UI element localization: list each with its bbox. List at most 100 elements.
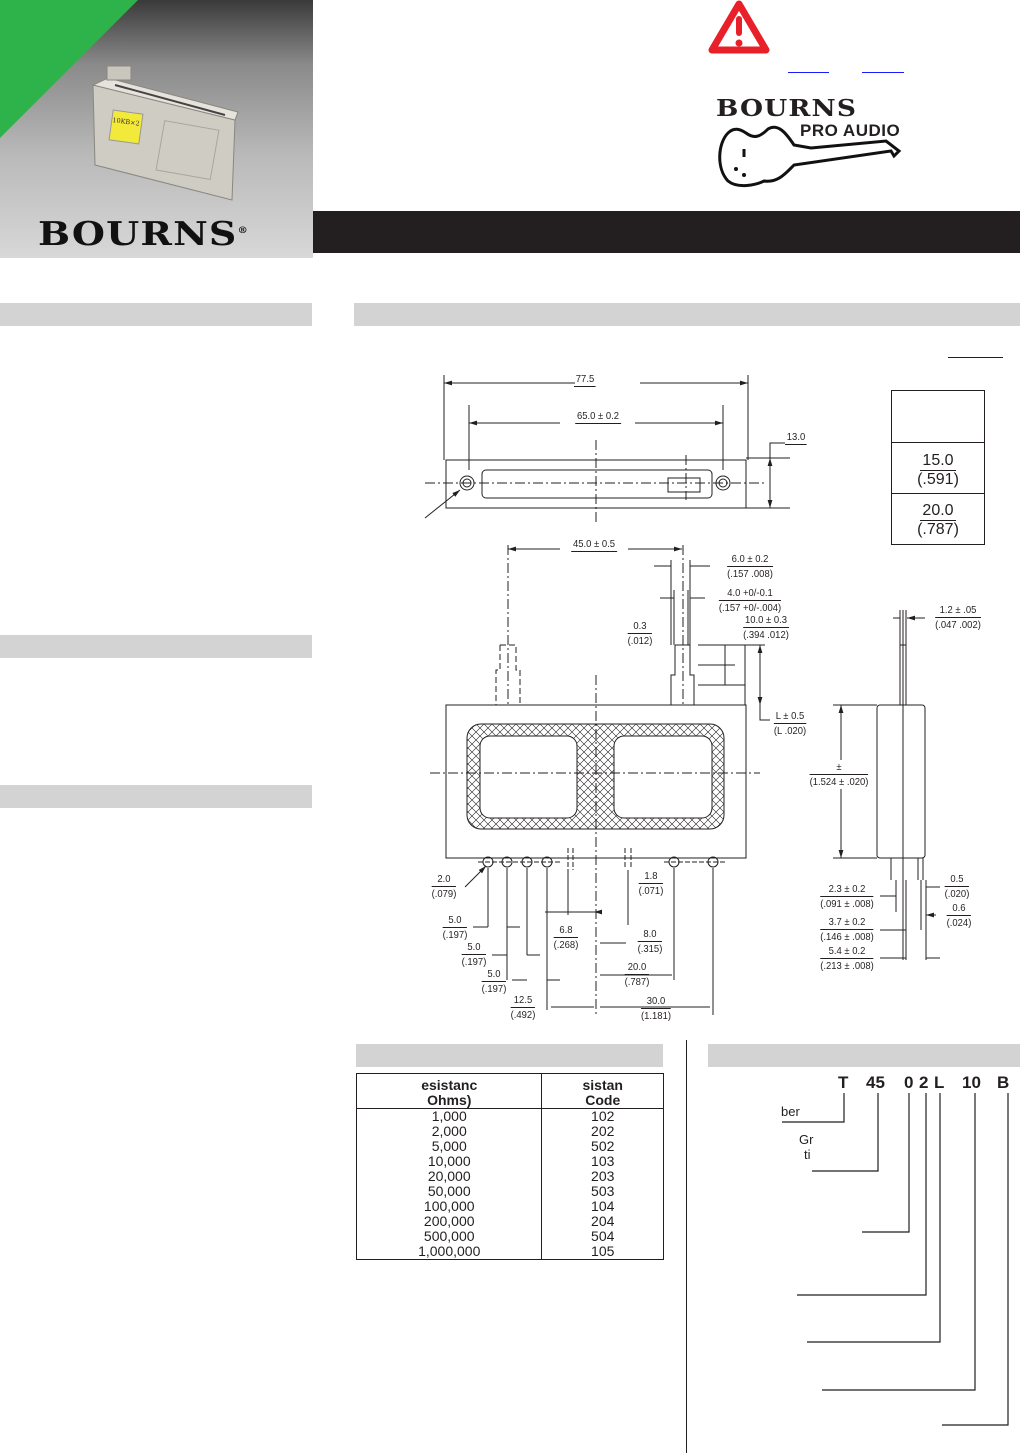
pins — [478, 848, 725, 870]
dim-overall-length: 77.5 — [574, 372, 596, 387]
dim-slot-width: 1.8(.071) — [638, 869, 664, 898]
resistance-cell: 5,000 — [431, 1138, 467, 1154]
pn-seg3: 0 — [904, 1073, 914, 1092]
pn-seg6: 10 — [962, 1073, 981, 1092]
resistance-cell: 500,000 — [423, 1228, 475, 1244]
dim-metric: 4.0 +0/-0.1 — [718, 586, 782, 601]
dim-lever-thickness: 1.2 ± .05(.047 .002) — [935, 603, 981, 632]
dim-metric: L ± 0.5 — [773, 710, 807, 724]
code-cell: 104 — [541, 1199, 664, 1214]
dim-metric: 0.5 — [944, 872, 970, 887]
product-photo: 10KB×2 — [0, 0, 313, 258]
dim-inch: (.787) — [624, 976, 650, 988]
dim-hole-dia: 2.0(.079) — [431, 872, 457, 901]
dim-metric: 2.0 — [431, 872, 457, 887]
brand-text: BOURNS — [38, 214, 238, 253]
pro-audio-text: PRO AUDIO — [800, 121, 901, 140]
dim-pin-thickness: 0.5(.020) — [944, 872, 970, 901]
pn-label: Gr — [799, 1132, 814, 1147]
dim-travel: 45.0 ± 0.5 — [571, 537, 617, 552]
dim-body-height: ±(1.524 ± .020) — [809, 760, 869, 789]
dim-metric: 1.8 — [638, 869, 664, 884]
title-bar — [313, 211, 1020, 253]
dim-inch: (.268) — [553, 939, 579, 951]
dim-inch: (.197) — [461, 956, 487, 968]
dim-inch: (.091 ± .008) — [820, 898, 874, 910]
dim-inch: (1.181) — [641, 1010, 671, 1022]
green-banner — [0, 0, 138, 138]
pn-label: ber — [781, 1104, 800, 1119]
dim-metric: ± — [809, 760, 869, 775]
guitar-icon — [718, 125, 902, 188]
dim-metric: 1.2 ± .05 — [935, 603, 981, 618]
dim-metric: 10.0 ± 0.3 — [743, 614, 789, 628]
dim-metric: 13.0 — [785, 431, 807, 445]
table-row: 500,000 504 — [357, 1229, 664, 1244]
code-cell: 102 — [541, 1108, 664, 1124]
code-cell: 503 — [541, 1184, 664, 1199]
pro-audio-brand: BOURNS — [716, 95, 858, 122]
resistance-cell: 100,000 — [423, 1198, 475, 1214]
section-header-resistance — [356, 1044, 663, 1067]
code-cell: 202 — [541, 1124, 664, 1139]
section-header-features — [0, 303, 312, 326]
dim-inch: (1.524 ± .020) — [809, 776, 869, 788]
dim-pin-offset: 20.0(.787) — [624, 960, 650, 989]
dim-metric: 20.0 — [624, 960, 650, 975]
dim-metric: 2.3 ± 0.2 — [820, 882, 874, 897]
code-cell: 504 — [541, 1229, 664, 1244]
warning-triangle-icon — [708, 0, 770, 54]
dim-chamfer: 0.3(.012) — [627, 619, 653, 648]
dim-metric: 5.4 ± 0.2 — [820, 944, 874, 959]
resistance-cell: 10,000 — [427, 1153, 471, 1169]
dim-metric: 6.8 — [553, 923, 579, 938]
dim-metric: 5.0 — [461, 940, 487, 955]
dim-side-pin-3: 5.4 ± 0.2(.213 ± .008) — [820, 944, 874, 973]
section-header-part-numbering — [708, 1044, 1020, 1067]
link-underline[interactable] — [862, 72, 904, 73]
resistance-cell: 1,000,000 — [418, 1243, 481, 1259]
dim-inch: (.079) — [431, 888, 457, 900]
dim-inch: (.047 .002) — [935, 619, 981, 631]
dim-slot-offset: 6.8(.268) — [553, 923, 579, 952]
code-cell: 203 — [541, 1169, 664, 1184]
resistance-cell: 200,000 — [423, 1213, 475, 1229]
pn-travel: 45 — [866, 1073, 885, 1092]
dim-pin-center-right: 30.0(1.181) — [641, 994, 671, 1023]
shaft-row: 20.0(.787) — [892, 493, 984, 545]
pn-seg7: B — [997, 1073, 1010, 1092]
dim-mounting-pitch: 65.0 ± 0.2 — [575, 409, 621, 424]
dim-side-pin-1: 2.3 ± 0.2(.091 ± .008) — [820, 882, 874, 911]
dim-pin-pitch: 5.0(.197) — [481, 967, 507, 996]
dim-inch: (.315) — [637, 943, 663, 955]
pn-series: T — [838, 1073, 849, 1092]
units-underline — [948, 357, 1003, 358]
section-header-electrical — [0, 635, 312, 658]
dim-metric: 8.0 — [637, 927, 663, 942]
dim-slot-offset-right: 8.0(.315) — [637, 927, 663, 956]
shaft-row: 15.0(.591) — [892, 442, 984, 494]
link-underline[interactable] — [788, 72, 829, 73]
dim-inch: (L .020) — [773, 725, 807, 737]
dim-metric: 0.3 — [627, 619, 653, 634]
dim-inch: (.157 +0/-.004) — [718, 602, 782, 614]
dim-inch: (.213 ± .008) — [820, 960, 874, 972]
pn-seg5: L — [934, 1073, 945, 1092]
dim-metric: 5.0 — [481, 967, 507, 982]
dim-inch: (.197) — [442, 929, 468, 941]
bourns-logo: BOURNS® — [38, 214, 249, 253]
dim-metric: 6.0 ± 0.2 — [727, 552, 773, 567]
dim-inch: (.024) — [946, 917, 972, 929]
dim-height: 13.0 — [785, 430, 807, 445]
dim-metric: 5.0 — [442, 913, 468, 928]
dim-inch: (.146 ± .008) — [820, 931, 874, 943]
top-view — [424, 375, 790, 525]
dim-pin-width: 0.6(.024) — [946, 901, 972, 930]
dim-lever-width: 6.0 ± 0.2(.157 .008) — [727, 552, 773, 581]
